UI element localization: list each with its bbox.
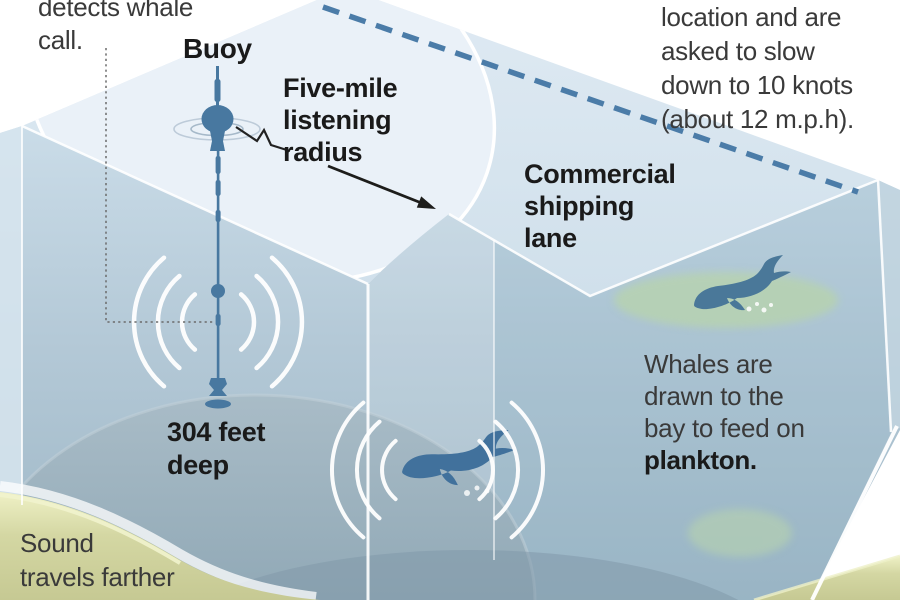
annotation-whales-plankton: Whales are drawn to the bay to feed on p… — [644, 349, 805, 475]
annotation-line: detects whale — [38, 0, 194, 22]
depth-label: 304 feet deep — [167, 417, 266, 480]
cutaway-edges — [21, 124, 899, 600]
zigzag-leader-line — [235, 126, 291, 153]
annotation-line: call. — [38, 25, 83, 55]
listening-radius-label: Five-mile listening radius — [283, 73, 398, 167]
hydrophone — [211, 284, 225, 298]
annotation-slow-down: location and are asked to slow down to 1… — [661, 2, 854, 134]
dotted-leader-line — [105, 48, 214, 323]
whale-surface — [694, 255, 791, 313]
radius-arrow — [327, 164, 436, 209]
annotation-sound-travels: Sound travels farther — [20, 528, 175, 592]
shipping-lane-dash-line — [322, 4, 859, 195]
outer-left-face — [0, 126, 22, 505]
annotation-detects-whale-call: detects whale call. — [38, 0, 193, 57]
buoy-group — [173, 66, 261, 409]
plankton-patch-small — [688, 509, 792, 557]
seafloor-olive-left — [0, 481, 320, 600]
whale-call-arcs — [329, 400, 546, 540]
mooring-line — [216, 150, 220, 378]
shipping-lane-label: Commercial shipping lane — [524, 159, 676, 253]
buoy-label: Buoy — [183, 33, 252, 64]
buoy-float — [201, 105, 234, 133]
anchor-spool — [209, 378, 227, 396]
seafloor-olive-right — [753, 554, 900, 600]
anchor-base — [205, 399, 231, 409]
outer-right-face — [878, 180, 900, 432]
